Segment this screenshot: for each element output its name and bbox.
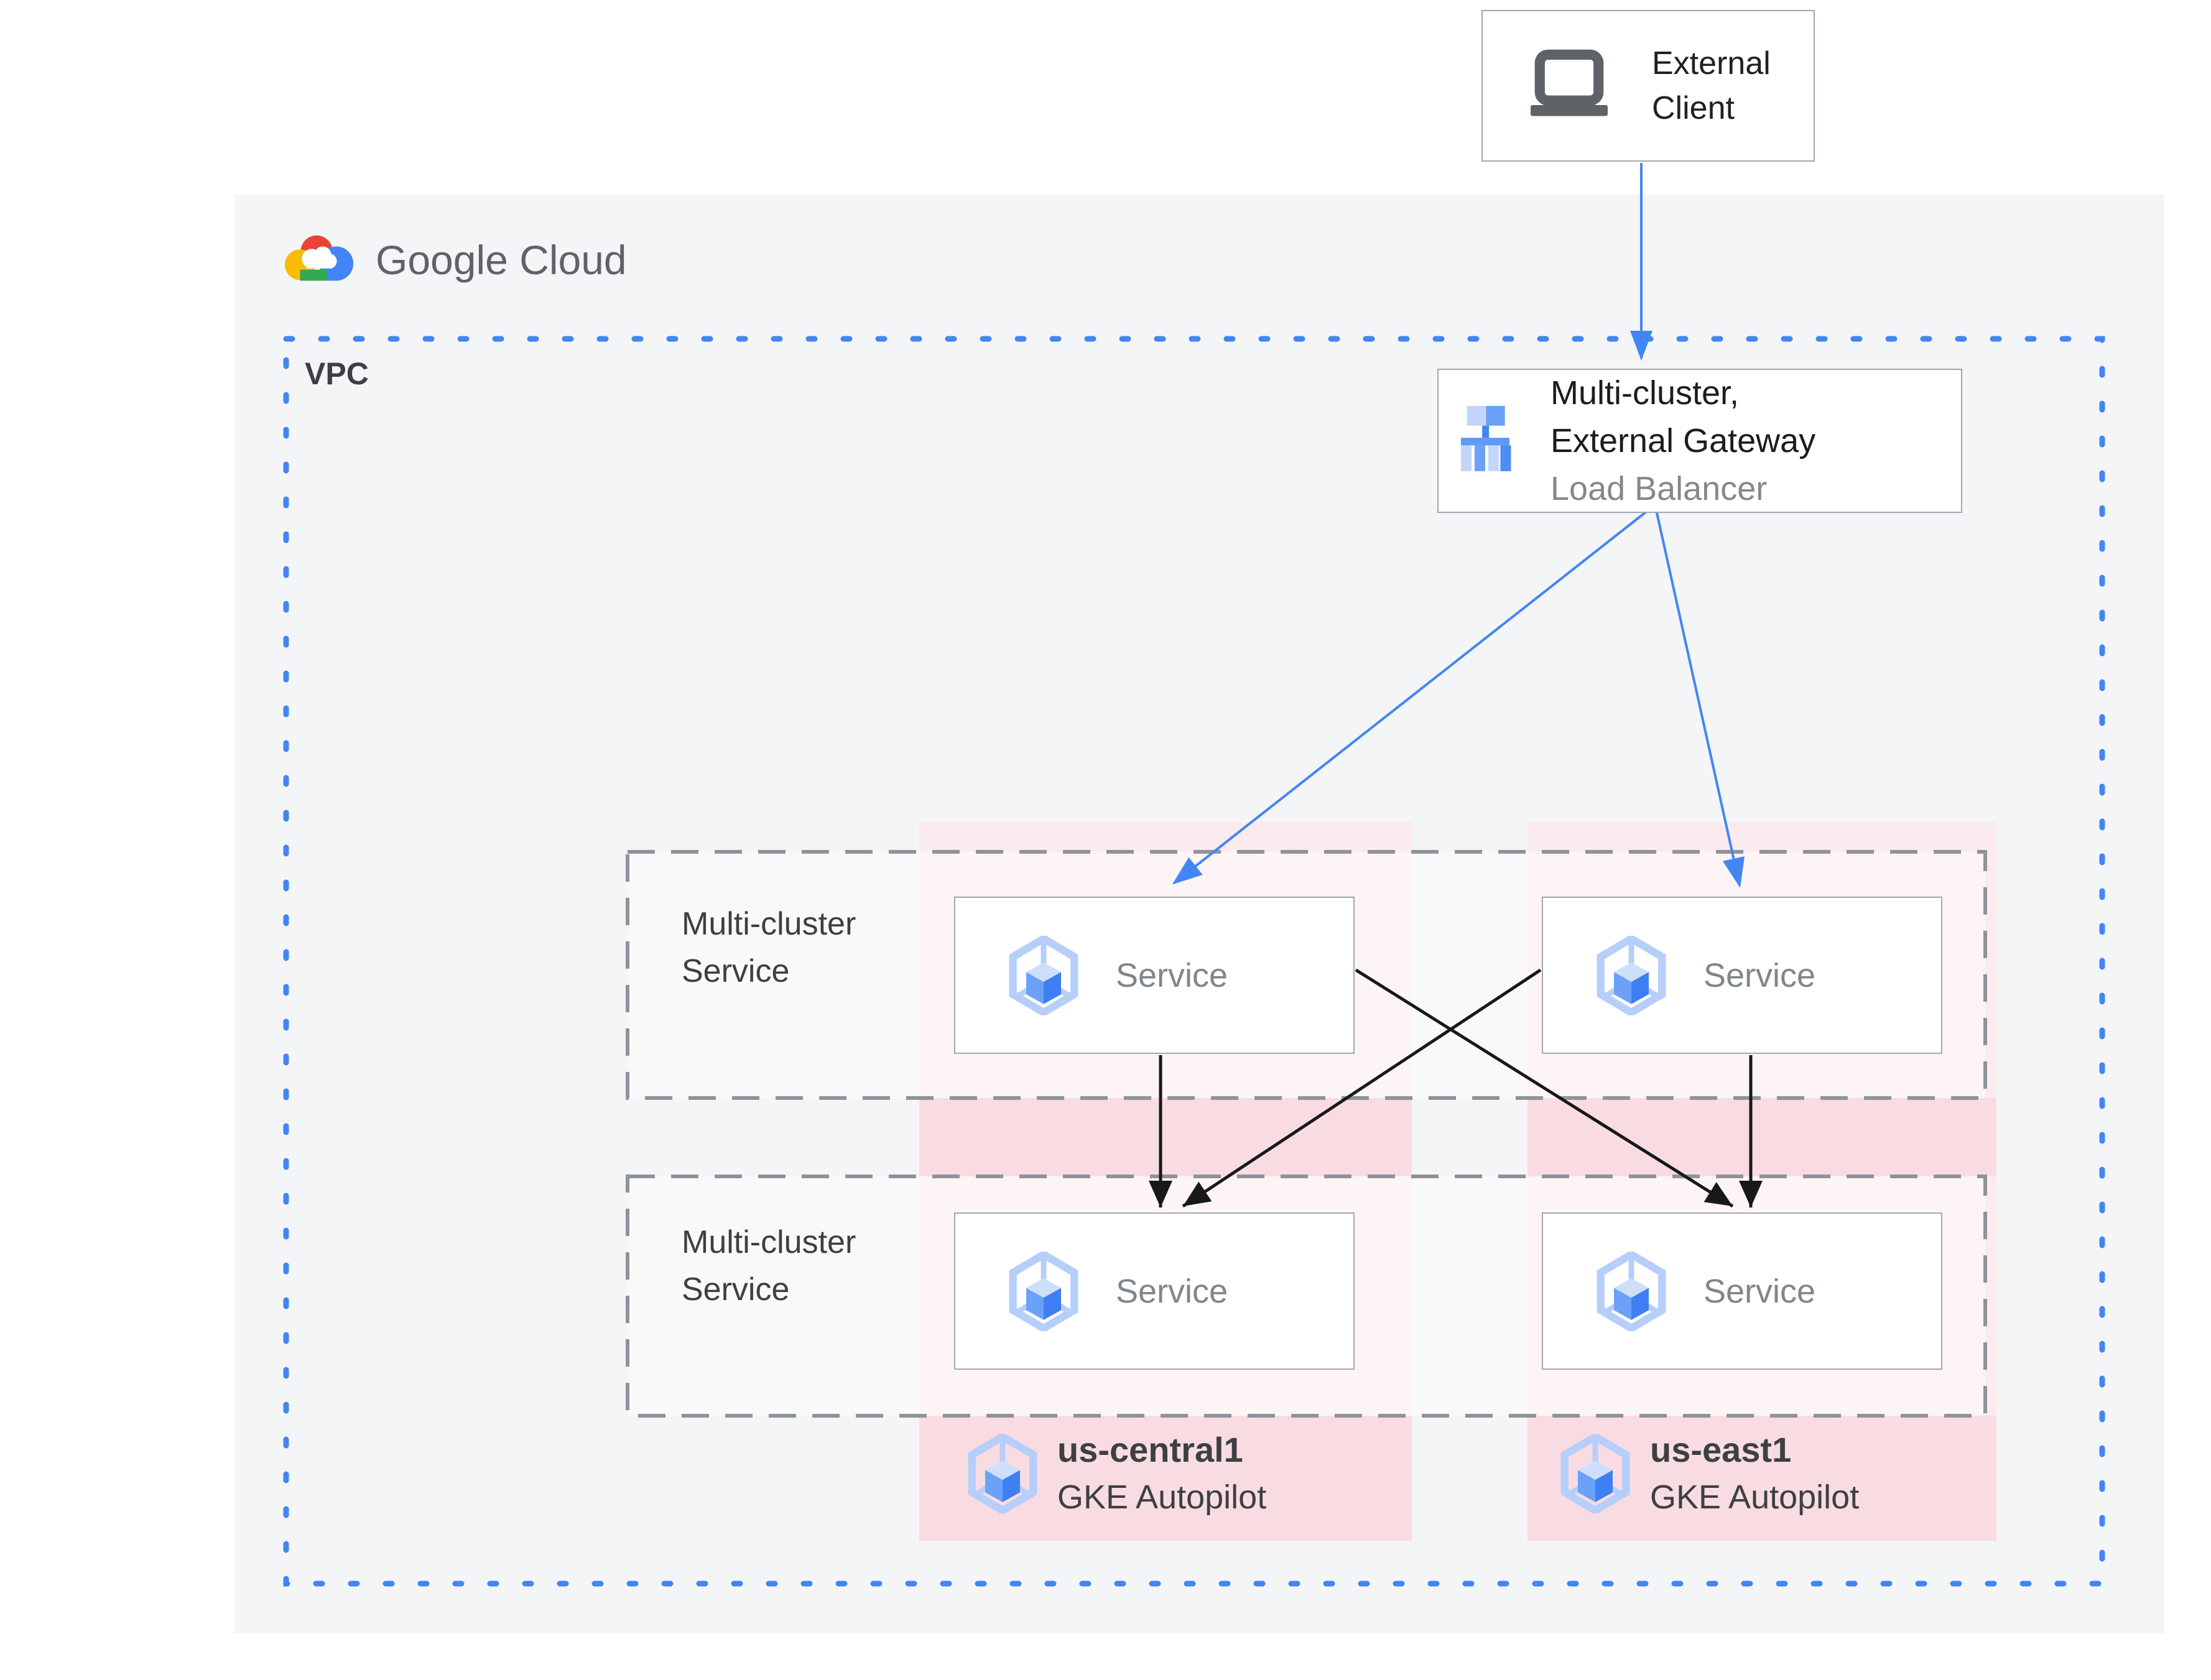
service-label: Service xyxy=(1116,1272,1228,1310)
gke-hexagon-icon xyxy=(1597,935,1666,1015)
multi-cluster-service-label-1: Multi-cluster Service xyxy=(682,906,856,989)
cluster-tag-us-central1: us-central1 GKE Autopilot xyxy=(968,1426,1266,1521)
cluster-region-label: us-east1 xyxy=(1650,1430,1792,1469)
service-node-central-top: Service xyxy=(954,897,1355,1054)
gateway-text-block: Multi-cluster, External Gateway Load Bal… xyxy=(1550,369,1815,513)
gke-hexagon-icon xyxy=(1597,1251,1666,1331)
gateway-title-line1: Multi-cluster, xyxy=(1550,374,1740,412)
gke-hexagon-icon xyxy=(1560,1434,1630,1513)
cluster-zone-band xyxy=(1527,1098,1996,1176)
gke-hexagon-icon xyxy=(1009,935,1078,1015)
google-cloud-logo: Google Cloud xyxy=(280,229,627,291)
service-label: Service xyxy=(1116,956,1228,994)
cluster-zone-band xyxy=(919,1098,1412,1176)
cluster-region-label: us-central1 xyxy=(1057,1430,1243,1469)
external-client-node: External Client xyxy=(1481,10,1815,162)
laptop-icon xyxy=(1531,49,1608,116)
gke-hexagon-icon xyxy=(1009,1251,1078,1331)
gateway-load-balancer-node: Multi-cluster, External Gateway Load Bal… xyxy=(1437,369,1962,513)
gateway-title-line2: External Gateway xyxy=(1550,422,1816,459)
service-node-east-bottom: Service xyxy=(1542,1212,1942,1370)
service-label: Service xyxy=(1703,956,1816,994)
service-label: Service xyxy=(1703,1272,1816,1310)
logo-text: Google Cloud xyxy=(376,237,627,283)
load-balancer-icon xyxy=(1460,405,1511,471)
cluster-text-block: us-central1 GKE Autopilot xyxy=(1057,1426,1266,1521)
vpc-label: VPC xyxy=(305,356,369,391)
gateway-subtitle: Load Balancer xyxy=(1550,469,1768,507)
google-cloud-cloud-icon xyxy=(284,235,354,281)
service-node-east-top: Service xyxy=(1542,897,1942,1054)
cluster-type-label: GKE Autopilot xyxy=(1650,1479,1860,1516)
multi-cluster-service-label-2: Multi-cluster Service xyxy=(682,1224,856,1308)
external-client-label: External Client xyxy=(1652,45,1771,126)
cluster-tag-us-east1: us-east1 GKE Autopilot xyxy=(1560,1426,1859,1521)
cluster-type-label: GKE Autopilot xyxy=(1057,1479,1267,1516)
gke-hexagon-icon xyxy=(968,1434,1037,1513)
cluster-text-block: us-east1 GKE Autopilot xyxy=(1650,1426,1859,1521)
service-node-central-bottom: Service xyxy=(954,1212,1355,1370)
